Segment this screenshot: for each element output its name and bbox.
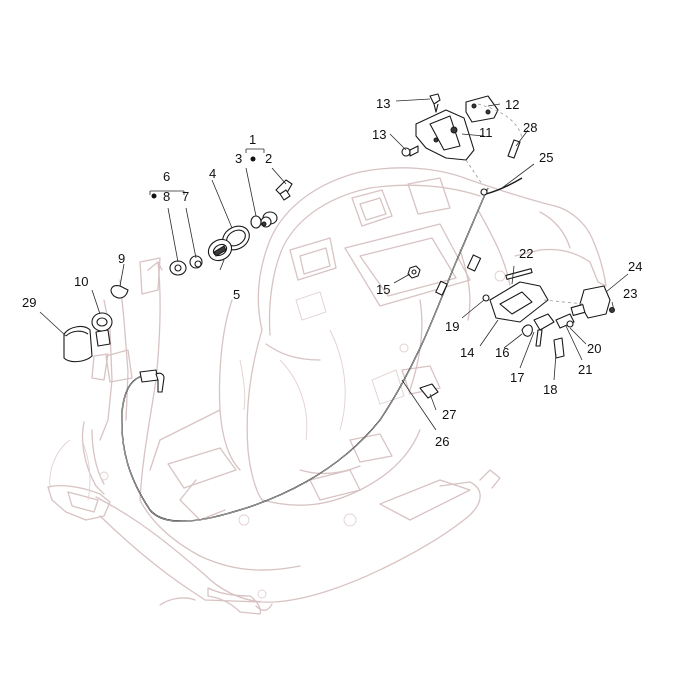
washer-part-19	[482, 294, 490, 302]
callout-2: 2	[265, 151, 272, 166]
callout-13-top: 13	[376, 96, 390, 111]
steering-column	[91, 257, 161, 383]
washer-part-21	[566, 320, 574, 328]
bullet-dot	[151, 193, 157, 199]
callout-14: 14	[460, 345, 474, 360]
callout-10: 10	[74, 274, 88, 289]
lock-cylinder-part-2	[275, 179, 293, 201]
callout-17: 17	[510, 370, 524, 385]
callout-20: 20	[587, 341, 601, 356]
callout-7: 7	[182, 189, 189, 204]
callout-bullets	[151, 156, 256, 199]
callout-8: 8	[163, 189, 170, 204]
callout-9: 9	[118, 251, 125, 266]
callout-3: 3	[235, 151, 242, 166]
callout-28: 28	[523, 120, 537, 135]
callout-18: 18	[543, 382, 557, 397]
cable-25	[435, 177, 523, 296]
nut-part-15	[407, 265, 421, 279]
callout-4: 4	[209, 166, 216, 181]
leader-lines	[39, 98, 629, 431]
callout-11: 11	[479, 125, 493, 140]
latch-bracket-part-22	[489, 268, 549, 323]
callout-15: 15	[376, 282, 390, 297]
callout-12: 12	[505, 97, 519, 112]
screw-part-13-lower	[401, 145, 419, 157]
lock-cover-part-5	[207, 238, 233, 262]
callout-26: 26	[435, 434, 449, 449]
actuator-part-24	[570, 285, 611, 319]
ignition-switch-part-10	[91, 312, 113, 347]
callout-16: 16	[495, 345, 509, 360]
lock-spring-part-7	[189, 255, 203, 269]
callout-5: 5	[233, 287, 240, 302]
seat-latch-bracket-part-11	[415, 109, 475, 161]
spring-ring-part-3	[250, 215, 262, 229]
cable-26	[121, 187, 489, 522]
callout-23: 23	[623, 286, 637, 301]
callout-21: 21	[578, 362, 592, 377]
latch-pin-part-17	[533, 313, 555, 347]
callout-1: 1	[249, 132, 256, 147]
bolt-part-18	[553, 337, 565, 359]
callout-22: 22	[519, 246, 533, 261]
clip-part-9	[110, 285, 129, 299]
callout-25: 25	[539, 150, 553, 165]
spring-part-20	[555, 313, 575, 329]
callout-labels: 1 2 3 4 5 6 7 8 9 10 11 12 13 13 14 15 1…	[22, 96, 642, 449]
callout-29: 29	[22, 295, 36, 310]
scooter-frame-outline	[47, 167, 607, 615]
callout-24: 24	[628, 259, 642, 274]
callout-27: 27	[442, 407, 456, 422]
ignition-cover-part-29	[63, 325, 93, 363]
seat-lock-plate-part-12	[465, 95, 499, 123]
screw-part-23	[609, 307, 615, 313]
callout-6: 6	[163, 169, 170, 184]
callout-19: 19	[445, 319, 459, 334]
lock-washer-part-8	[169, 260, 187, 276]
clamp-part-27	[419, 383, 439, 399]
screw-part-13-top	[429, 93, 441, 113]
lock-barrel-part-1	[260, 211, 278, 228]
bullet-dot	[250, 156, 256, 162]
callout-13-lower: 13	[372, 127, 386, 142]
spring-part-16	[521, 324, 533, 337]
